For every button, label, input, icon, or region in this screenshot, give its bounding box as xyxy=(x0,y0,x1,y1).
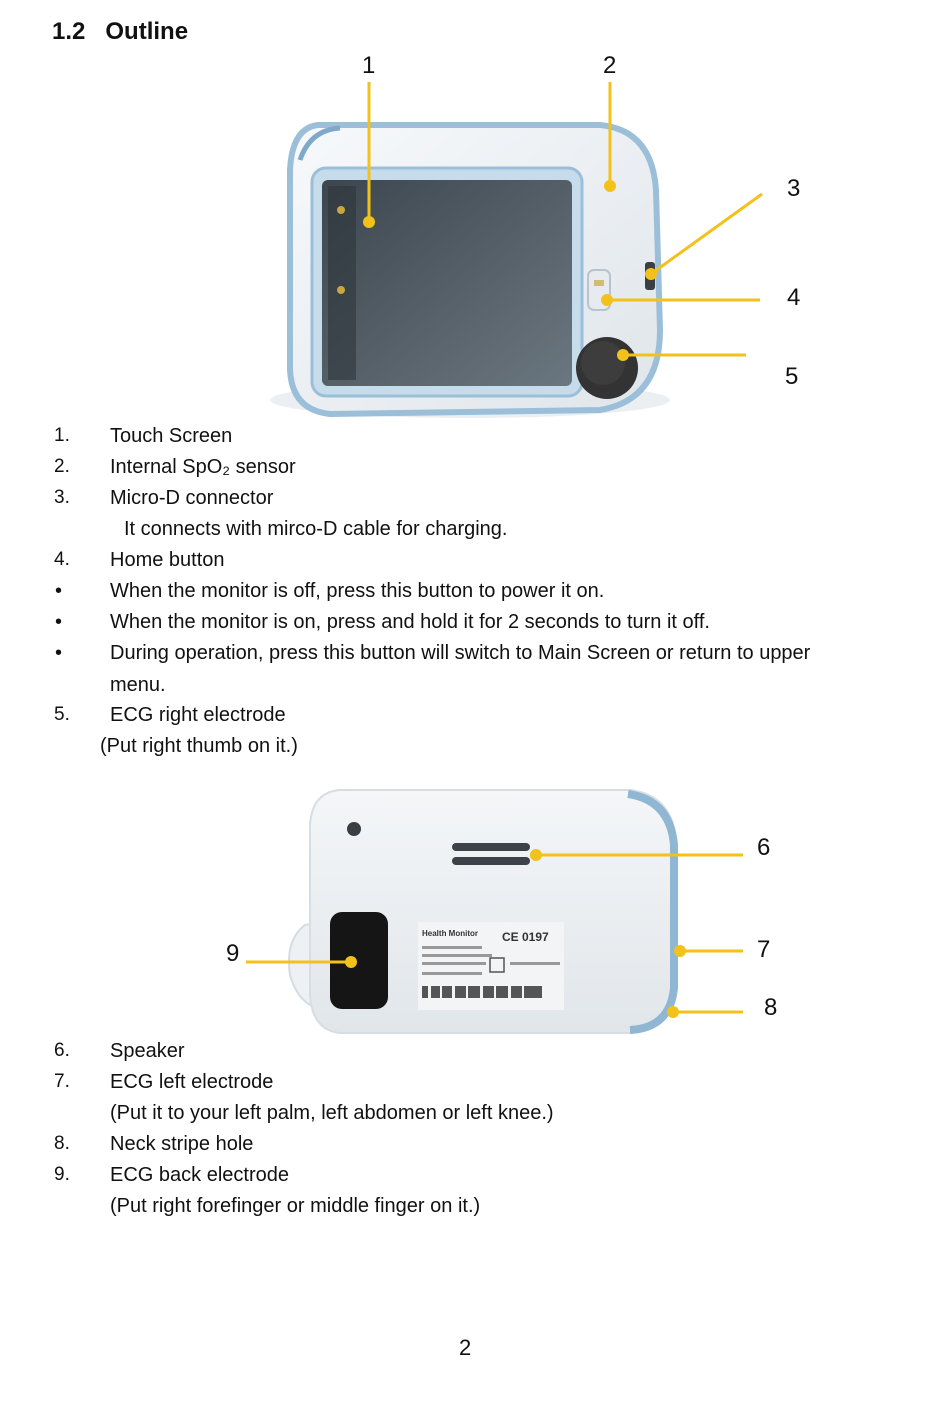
list-marker: 5. xyxy=(54,704,70,725)
callout-9: 9 xyxy=(226,940,240,967)
list-marker: 7. xyxy=(54,1071,70,1092)
list-text: menu. xyxy=(110,674,166,696)
list-text: Micro-D connector xyxy=(110,487,274,509)
callout-3: 3 xyxy=(787,175,801,202)
list-text: Home button xyxy=(110,549,225,571)
leader-lines xyxy=(246,82,763,1018)
list-marker: 3. xyxy=(54,487,70,508)
list-text: (Put right forefinger or middle finger o… xyxy=(110,1195,481,1217)
callout-8: 8 xyxy=(764,994,778,1021)
list-text: Touch Screen xyxy=(110,425,233,447)
list-text: When the monitor is off, press this butt… xyxy=(110,580,605,602)
section-heading: 1.2 Outline xyxy=(52,18,188,46)
back-label-mark: CE 0197 xyxy=(502,930,549,944)
list-text: (Put it to your left palm, left abdomen … xyxy=(110,1102,554,1124)
callout-6: 6 xyxy=(757,834,771,861)
list-text: ECG back electrode xyxy=(110,1164,289,1186)
list-marker: 1. xyxy=(54,425,70,446)
list-text: ECG left electrode xyxy=(110,1071,274,1093)
list-text: During operation, press this button will… xyxy=(110,642,811,664)
list-marker: 8. xyxy=(54,1133,70,1154)
list-text: When the monitor is on, press and hold i… xyxy=(110,611,710,633)
list-marker: 6. xyxy=(54,1040,70,1061)
callout-2: 2 xyxy=(603,52,617,79)
list-text: Internal SpO₂ sensor xyxy=(110,456,296,478)
list-text: (Put right thumb on it.) xyxy=(100,735,298,757)
callout-1: 1 xyxy=(362,52,376,79)
list-text: Speaker xyxy=(110,1040,185,1062)
list-text: ECG right electrode xyxy=(110,704,286,726)
section-number: 1.2 xyxy=(52,18,86,45)
list-bullet: • xyxy=(55,642,63,664)
page-number: 2 xyxy=(459,1335,472,1360)
list-marker: 2. xyxy=(54,456,70,477)
section-title: Outline xyxy=(105,18,189,45)
callout-5: 5 xyxy=(785,363,799,390)
list-marker: 9. xyxy=(54,1164,70,1185)
callout-4: 4 xyxy=(787,284,801,311)
back-label-brand: Health Monitor xyxy=(422,929,478,938)
front-device-image xyxy=(270,122,670,418)
list-text: Neck stripe hole xyxy=(110,1133,254,1155)
back-device-image: Health Monitor CE 0197 xyxy=(288,789,678,1034)
list-marker: 4. xyxy=(54,549,70,570)
list-bullet: • xyxy=(55,580,63,602)
callout-7: 7 xyxy=(757,936,771,963)
list-text: It connects with mirco-D cable for charg… xyxy=(124,518,508,540)
list-bullet: • xyxy=(55,611,63,633)
